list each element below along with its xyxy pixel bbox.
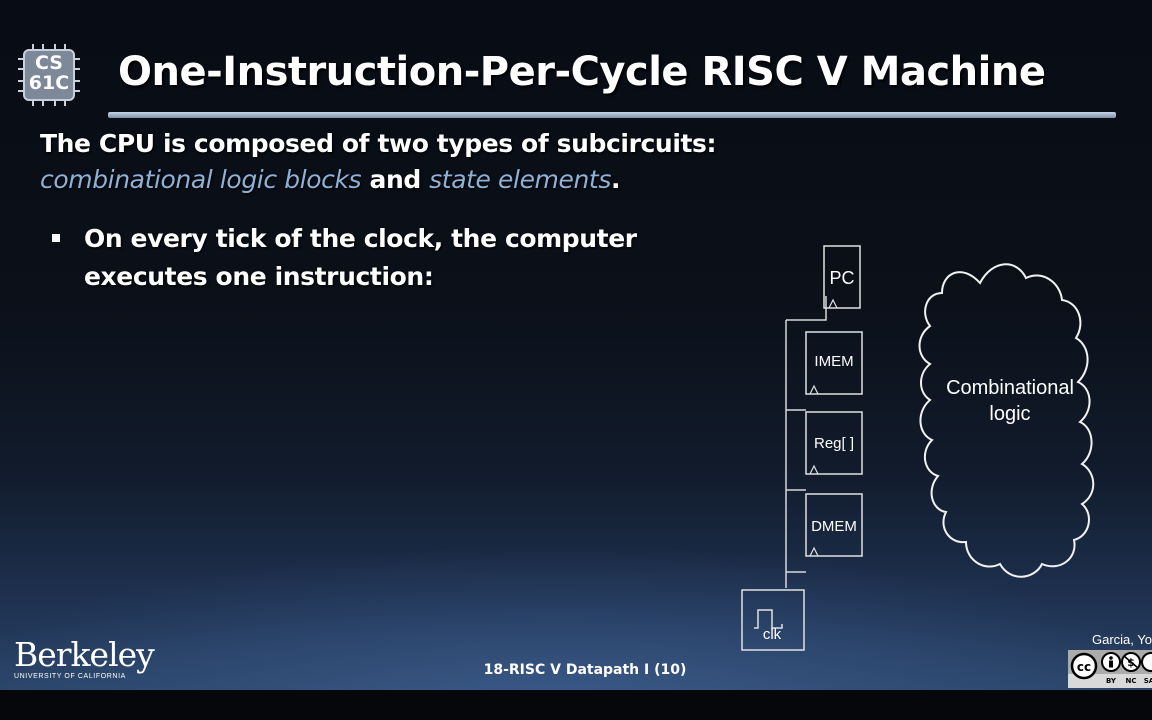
chip-icon bbox=[18, 44, 80, 106]
lead-connector: and bbox=[361, 165, 430, 194]
dmem-label: DMEM bbox=[811, 518, 857, 535]
nc-icon: $ bbox=[1121, 652, 1141, 672]
lead-line-2: combinational logic blocks and state ele… bbox=[40, 162, 860, 198]
sa-icon bbox=[1141, 652, 1152, 672]
author-credit: Garcia, Yo bbox=[1092, 632, 1152, 647]
pc-clock-branch bbox=[786, 296, 827, 321]
license-nc-label: NC bbox=[1126, 677, 1137, 685]
bottom-band bbox=[0, 690, 1152, 720]
pc-register: PC bbox=[823, 245, 861, 309]
by-icon bbox=[1101, 652, 1121, 672]
svg-text:cc: cc bbox=[1077, 660, 1091, 674]
berkeley-logo: Berkeley UNIVERSITY OF CALIFORNIA bbox=[14, 635, 155, 681]
cs61c-logo: CS 61C bbox=[18, 44, 80, 106]
combinational-logic-cloud bbox=[918, 263, 1095, 578]
bullet-text: On every tick of the clock, the computer… bbox=[84, 220, 724, 296]
cloud-label: Combinational logic bbox=[935, 375, 1085, 427]
clock-waveform-icon bbox=[754, 609, 783, 629]
slide-title: One-Instruction-Per-Cycle RISC V Machine bbox=[118, 49, 1046, 95]
cloud-label-line-1: Combinational bbox=[946, 377, 1074, 399]
imem-label: IMEM bbox=[814, 353, 853, 370]
term-combinational-logic: combinational logic blocks bbox=[40, 165, 362, 194]
register-file-block: Reg[ ] bbox=[805, 411, 863, 475]
berkeley-subtitle: UNIVERSITY OF CALIFORNIA bbox=[14, 673, 126, 680]
bullet-line-1: On every tick of the clock, the computer bbox=[84, 224, 637, 253]
cloud-label-line-2: logic bbox=[989, 403, 1031, 425]
bullet-line-2: executes one instruction: bbox=[84, 262, 434, 291]
lead-text: The CPU is composed of two types of subc… bbox=[40, 126, 860, 198]
lecture-footer: 18-RISC V Datapath I (10) bbox=[483, 662, 687, 678]
clock-generator: clk bbox=[741, 589, 805, 651]
license-sa-label: SA bbox=[1144, 677, 1152, 685]
license-by-label: BY bbox=[1106, 677, 1117, 685]
logo-text: CS 61C bbox=[28, 52, 70, 94]
datapath-diagram: PC IMEM Reg[ ] DMEM bbox=[730, 238, 1110, 658]
bullet-marker bbox=[52, 234, 60, 242]
title-underline bbox=[108, 112, 1116, 118]
lead-period: . bbox=[610, 165, 621, 194]
berkeley-wordmark: Berkeley bbox=[14, 635, 155, 674]
pc-label: PC bbox=[829, 268, 854, 288]
dmem-block: DMEM bbox=[805, 493, 863, 557]
reg-label: Reg[ ] bbox=[814, 435, 854, 452]
clock-label: clk bbox=[763, 626, 782, 643]
creative-commons-badge: cc $ BY NC SA bbox=[1068, 650, 1152, 688]
imem-block: IMEM bbox=[805, 331, 863, 395]
cc-icon: cc bbox=[1070, 652, 1098, 680]
term-state-elements: state elements bbox=[429, 165, 611, 194]
lead-line-1: The CPU is composed of two types of subc… bbox=[40, 129, 717, 158]
